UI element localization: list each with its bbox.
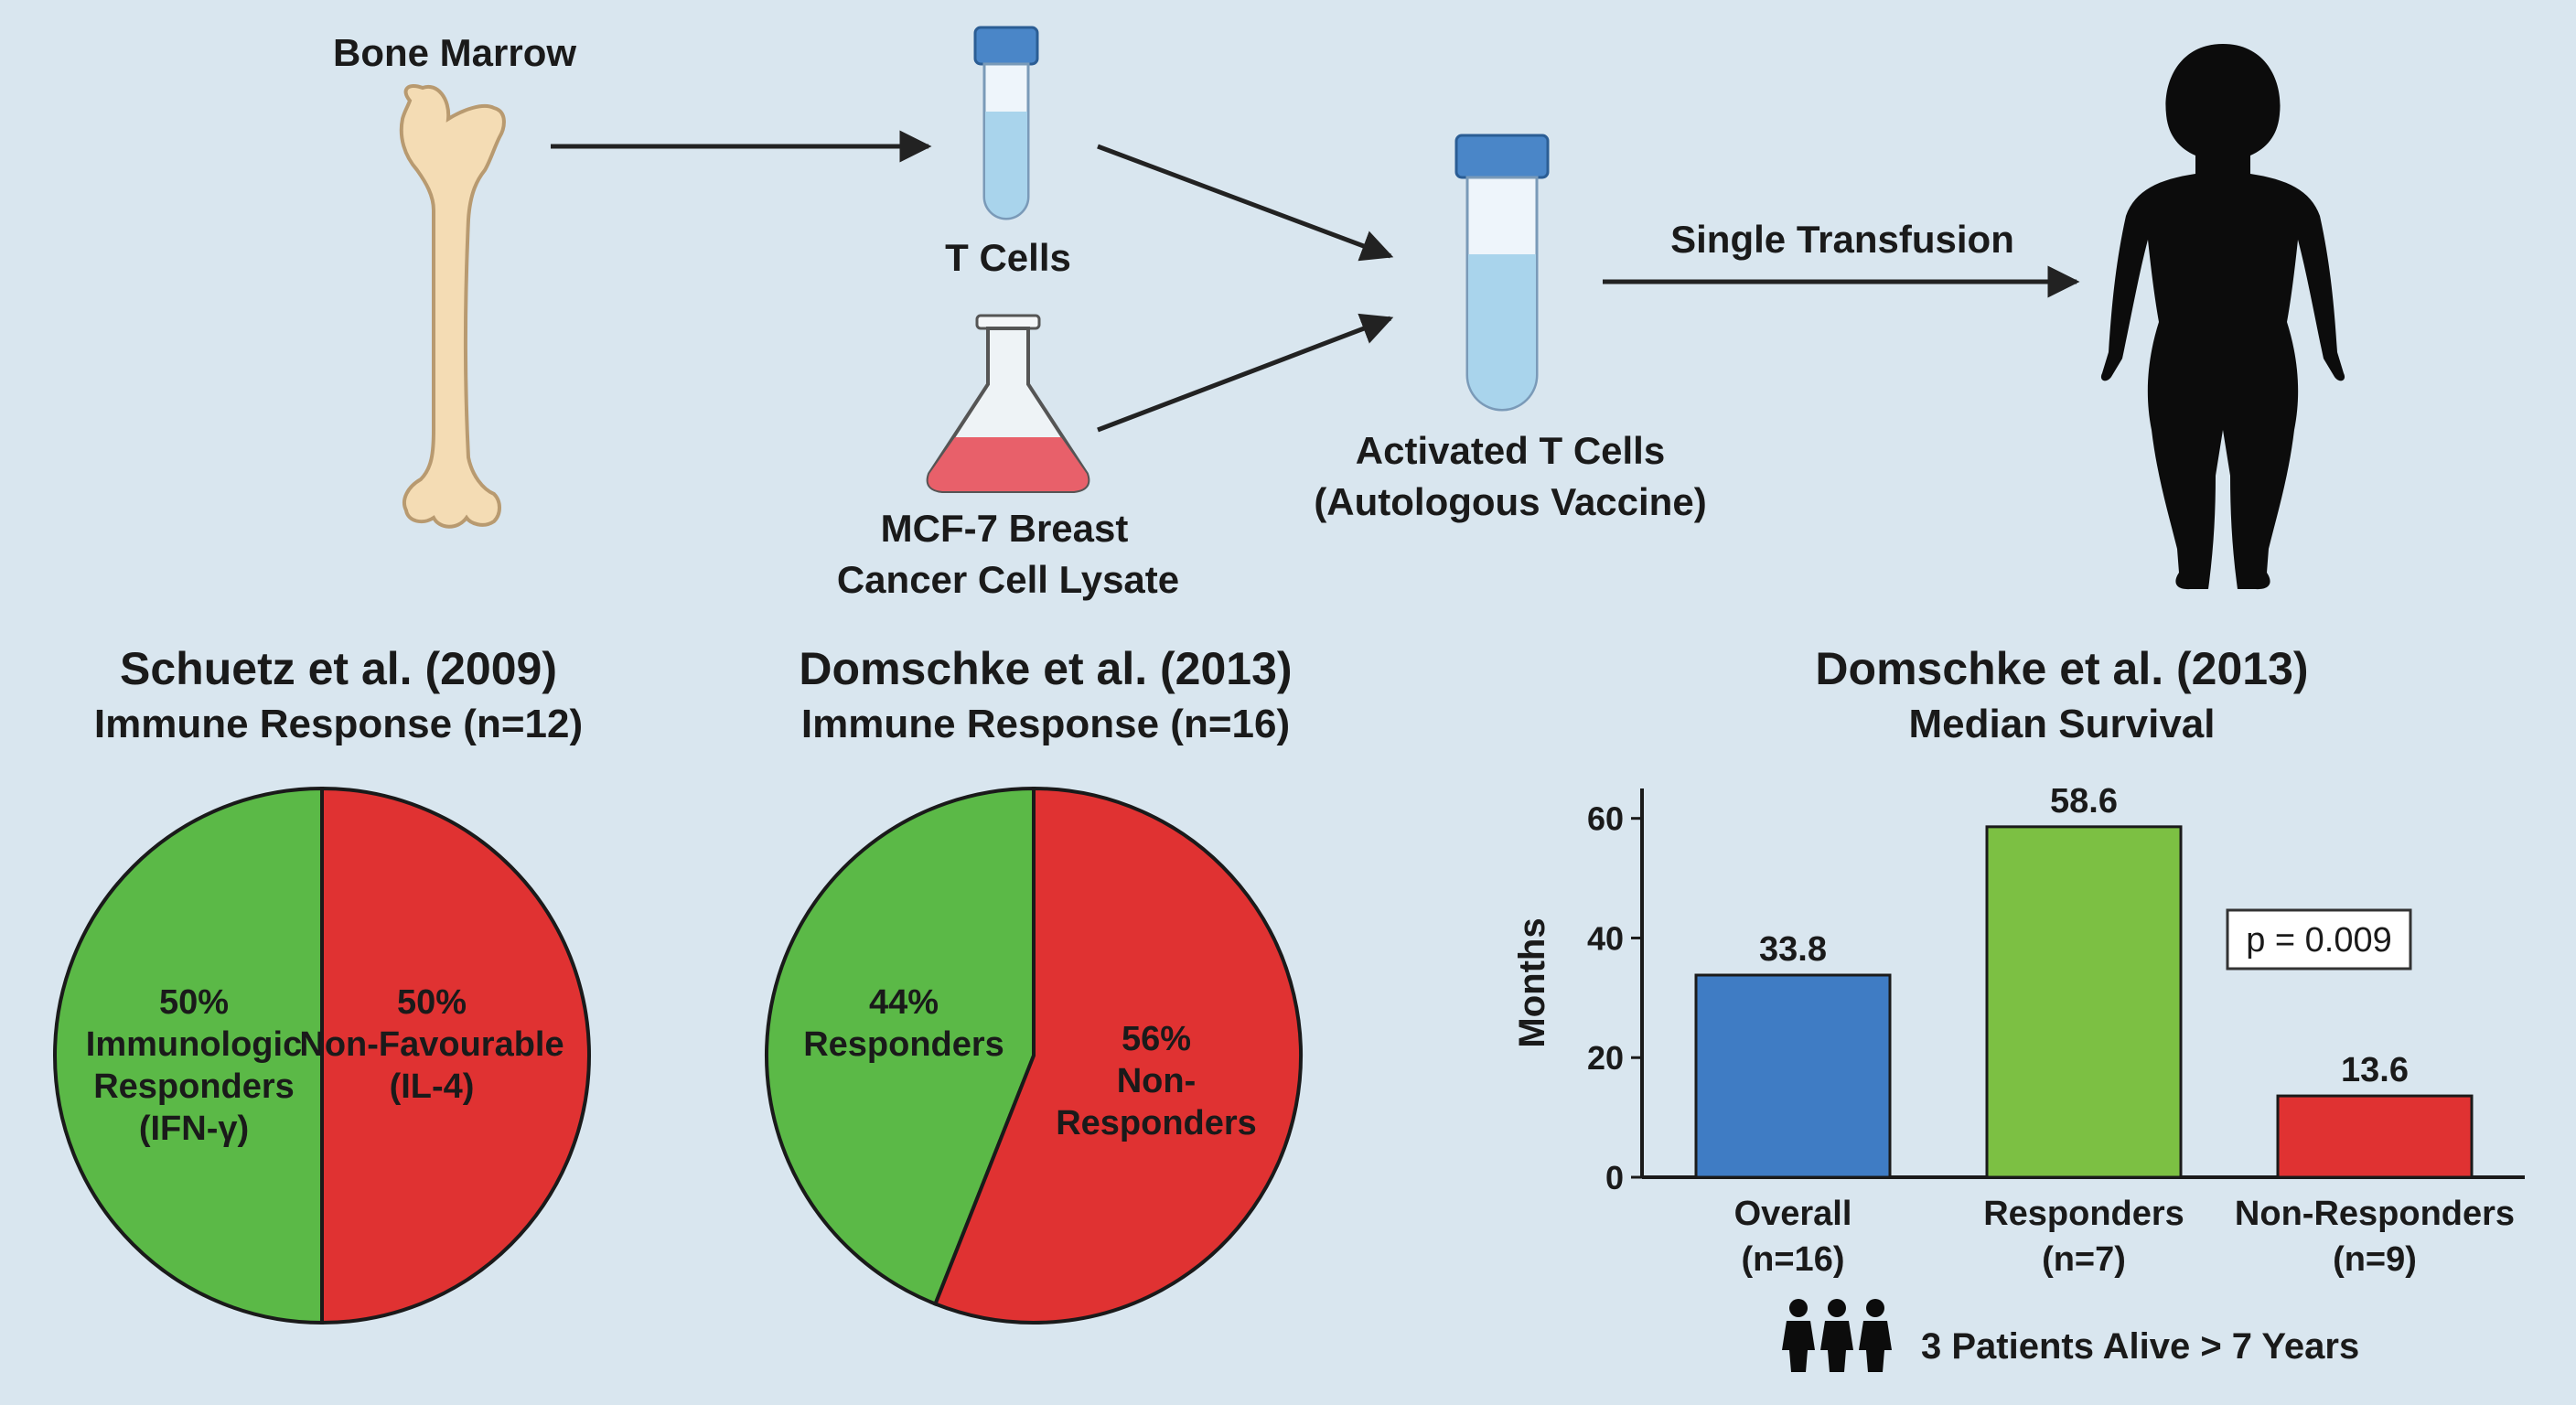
y-tick-label: 20 bbox=[1587, 1039, 1624, 1077]
x-tick-label: (n=16) bbox=[1742, 1240, 1845, 1279]
arrow-lysate-to-activated bbox=[1097, 313, 1394, 433]
t-cells-label: T Cells bbox=[945, 236, 1071, 279]
patient-silhouette-icon bbox=[2100, 44, 2345, 590]
bar-value-label: 13.6 bbox=[2341, 1051, 2409, 1089]
x-tick-label: (n=9) bbox=[2333, 1240, 2417, 1279]
x-tick-label: Responders bbox=[1983, 1195, 2184, 1233]
bar-value-label: 58.6 bbox=[2050, 782, 2118, 820]
bar-3 bbox=[2276, 1094, 2474, 1179]
bar-2 bbox=[1985, 825, 2183, 1179]
pie2-slice-2-label: Responders bbox=[1056, 1104, 1257, 1142]
pie2-slice-2 bbox=[932, 786, 1303, 1325]
pie2-slice-1 bbox=[765, 786, 1036, 1307]
transfusion-label: Single Transfusion bbox=[1670, 218, 2014, 261]
test-tube-icon bbox=[973, 26, 1039, 220]
activated-tube-icon bbox=[1454, 134, 1550, 412]
pie2-title: Domschke et al. (2013) bbox=[799, 643, 1292, 694]
lysate-label-line2: Cancer Cell Lysate bbox=[837, 558, 1179, 601]
p-value-text: p = 0.009 bbox=[2246, 921, 2392, 960]
pie2-slice-1-label: Responders bbox=[803, 1025, 1004, 1064]
bone-icon bbox=[399, 83, 506, 529]
x-tick-label: Overall bbox=[1734, 1195, 1852, 1233]
pie2-subtitle: Immune Response (n=16) bbox=[801, 702, 1290, 746]
activated-label-line2: (Autologous Vaccine) bbox=[1314, 480, 1706, 523]
pie1-slice-2-label: (IL-4) bbox=[390, 1067, 475, 1106]
bar-subtitle: Median Survival bbox=[1908, 702, 2215, 746]
pie1-title: Schuetz et al. (2009) bbox=[120, 643, 557, 694]
pie1-chart: 50%ImmunologicResponders(IFN-γ)50%Non-Fa… bbox=[53, 786, 591, 1325]
pie1-slice-2 bbox=[320, 786, 591, 1325]
pie1-slice-1 bbox=[53, 786, 324, 1325]
bone-marrow-label: Bone Marrow bbox=[333, 31, 576, 74]
people-icon bbox=[1782, 1299, 1892, 1372]
p-value-box bbox=[2226, 908, 2412, 971]
bar-title: Domschke et al. (2013) bbox=[1815, 643, 2308, 694]
activated-label-line1: Activated T Cells bbox=[1356, 429, 1665, 472]
bar-value-label: 33.8 bbox=[1759, 930, 1827, 969]
x-tick-label: (n=7) bbox=[2042, 1240, 2126, 1279]
pie2-slice-2-label: Non- bbox=[1117, 1062, 1197, 1100]
bar-1 bbox=[1694, 973, 1892, 1179]
y-tick-label: 40 bbox=[1587, 919, 1624, 957]
y-tick-label: 0 bbox=[1605, 1159, 1624, 1196]
footnote-text: 3 Patients Alive > 7 Years bbox=[1921, 1326, 2359, 1367]
pie2-slice-1-label: 44% bbox=[869, 983, 939, 1022]
pie1-slice-2-label: 50% bbox=[397, 983, 467, 1022]
y-tick-label: 60 bbox=[1587, 800, 1624, 838]
pie1-slice-1-label: (IFN-γ) bbox=[139, 1110, 249, 1148]
arrow-tcells-to-activated bbox=[1097, 144, 1394, 262]
y-axis-label: Months bbox=[1512, 917, 1552, 1047]
pie1-slice-1-label: Responders bbox=[93, 1067, 295, 1106]
x-tick-label: Non-Responders bbox=[2235, 1195, 2515, 1233]
pie1-slice-1-label: 50% bbox=[159, 983, 229, 1022]
pie1-subtitle: Immune Response (n=12) bbox=[94, 702, 583, 746]
flask-icon bbox=[926, 314, 1090, 493]
pie1-slice-1-label: Immunologic bbox=[86, 1025, 302, 1064]
pie1-slice-2-label: Non-Favourable bbox=[299, 1025, 564, 1064]
pie2-slice-2-label: 56% bbox=[1122, 1020, 1191, 1058]
lysate-label-line1: MCF-7 Breast bbox=[881, 507, 1129, 550]
